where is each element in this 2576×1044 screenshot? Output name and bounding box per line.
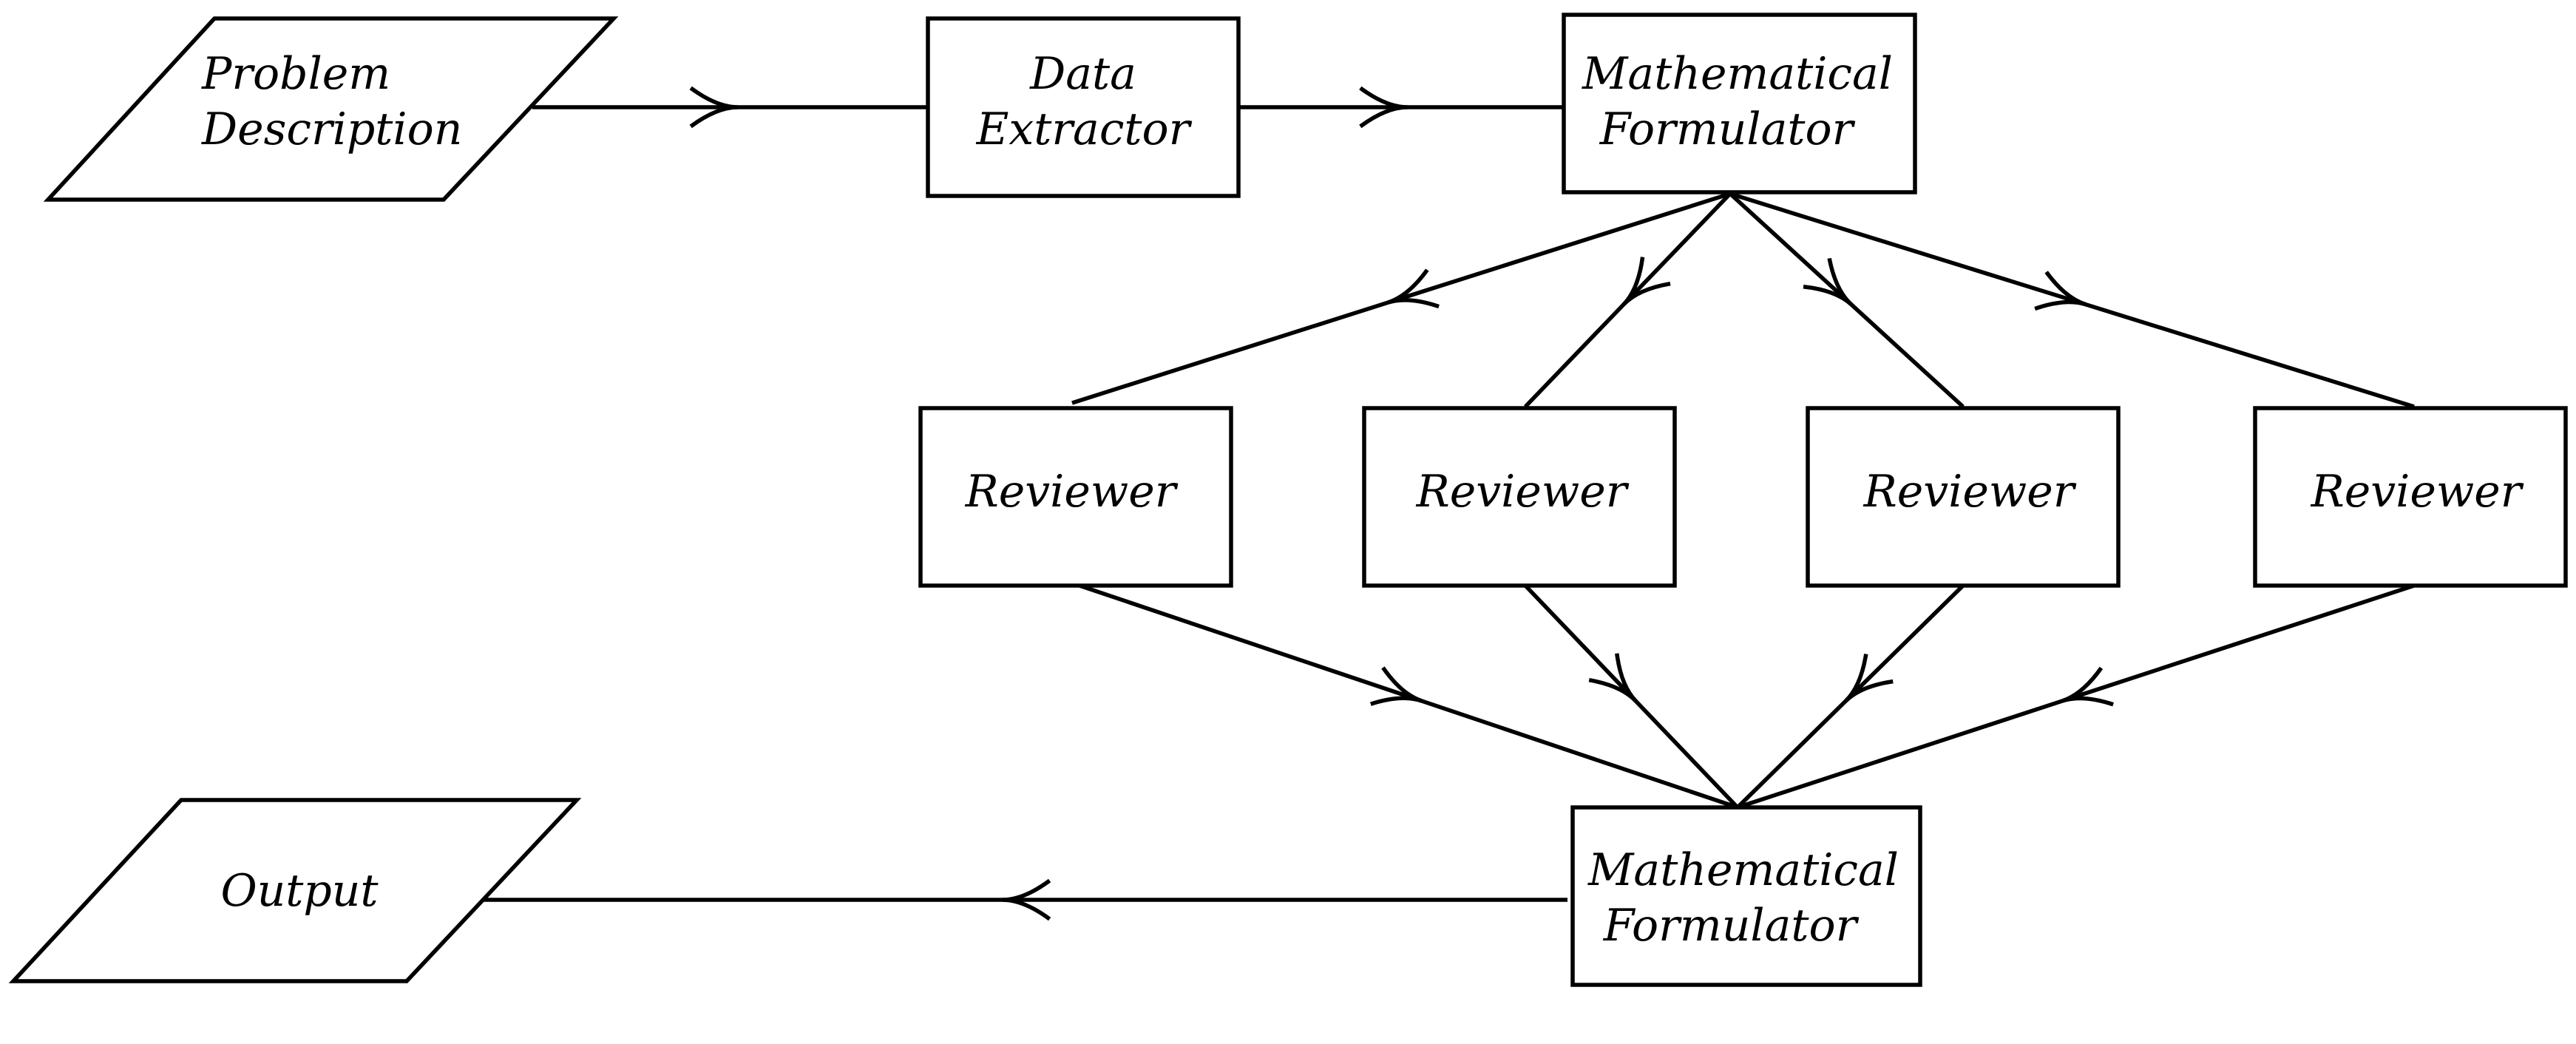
arrowhead-reviewer1-to-formulator_bottom <box>1370 666 1423 706</box>
formulator-bottom-label-line-2: Formulator <box>1603 900 1860 952</box>
reviewer-4-shape <box>2253 406 2568 588</box>
problem-description-label-line-1: Problem <box>201 48 390 100</box>
data-extractor-shape <box>926 16 1241 198</box>
data-extractor-label-line-2: Extractor <box>976 104 1193 155</box>
reviewer-2-shape <box>1362 406 1677 588</box>
output-label: Output <box>220 865 379 917</box>
node-data-extractor: Data Extractor <box>926 16 1241 198</box>
formulator-bottom-shape <box>1570 805 1922 987</box>
arrowhead-reviewer3-to-formulator_bottom <box>1844 654 1894 703</box>
node-problem-description: Problem Description <box>43 16 619 202</box>
formulator-top-label-line-1: Mathematical <box>1582 48 1893 100</box>
formulator-top-label-line-2: Formulator <box>1599 104 1856 155</box>
node-reviewer-4: Reviewer <box>2253 406 2568 588</box>
arrowhead-reviewer4-to-formulator_bottom <box>2061 666 2114 707</box>
problem-description-shape <box>43 16 619 202</box>
node-mathematical-formulator-top: Mathematical Formulator <box>1562 13 1917 194</box>
reviewer-4-label: Reviewer <box>2311 466 2524 518</box>
node-mathematical-formulator-bottom: Mathematical Formulator <box>1570 805 1922 987</box>
output-shape <box>8 798 582 983</box>
arrowhead-reviewer2-to-formulator_bottom <box>1588 653 1638 702</box>
arrowhead-formulator_top-to-reviewer2 <box>1621 257 1671 306</box>
node-reviewer-2: Reviewer <box>1362 406 1677 588</box>
reviewer-2-label: Reviewer <box>1416 466 1630 518</box>
arrowhead-formulator_top-to-reviewer4 <box>2034 271 2087 311</box>
edges <box>481 86 2415 921</box>
arrowhead-formulator_top-to-reviewer1 <box>1387 268 1440 309</box>
reviewer-1-shape <box>918 406 1233 588</box>
arrowhead-formulator_bottom-to-output <box>1002 878 1051 921</box>
data-extractor-label-line-1: Data <box>1029 48 1136 100</box>
arrowhead-extractor-to-formulator_top <box>1359 86 1408 129</box>
node-reviewer-3: Reviewer <box>1806 406 2121 588</box>
node-output: Output <box>8 798 582 983</box>
formulator-bottom-label-line-1: Mathematical <box>1587 844 1899 896</box>
formulator-top-shape <box>1562 13 1917 194</box>
node-reviewer-1: Reviewer <box>918 406 1233 588</box>
reviewer-3-label: Reviewer <box>1863 466 2077 518</box>
arrowhead-problem-to-extractor <box>689 86 739 129</box>
problem-description-label-line-2: Description <box>201 104 462 155</box>
arrowhead-formulator_top-to-reviewer3 <box>1803 257 1853 306</box>
reviewer-3-shape <box>1806 406 2121 588</box>
reviewer-1-label: Reviewer <box>965 466 1179 518</box>
